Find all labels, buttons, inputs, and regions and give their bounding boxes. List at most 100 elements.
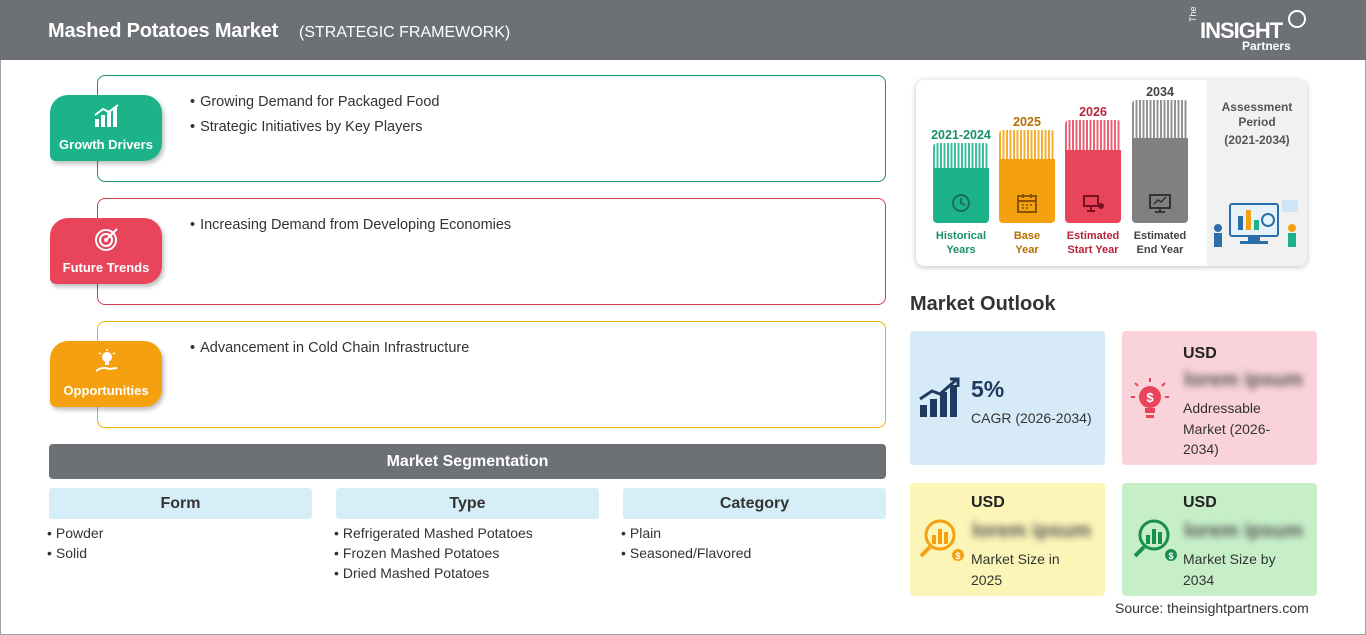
company-logo[interactable]: The INSIGHT Partners: [1188, 6, 1308, 54]
addressable-description: Addressable Market (2026- 2034): [1183, 398, 1270, 460]
list-item: Refrigerated Mashed Potatoes: [334, 525, 533, 541]
timeline-label-line: Estimated: [1066, 230, 1120, 242]
svg-text:$: $: [1146, 390, 1154, 405]
size-2025-desc-line: 2025: [971, 571, 1003, 588]
size-2034-desc-line: Market Size by: [1183, 551, 1276, 567]
size-2025-usd: USD: [971, 494, 1005, 511]
timeline-label-line: End Year: [1136, 244, 1184, 256]
growth-drivers-card: Growing Demand for Packaged Food Strateg…: [97, 75, 886, 182]
growth-drivers-label: Growth Drivers: [59, 137, 153, 152]
addressable-desc-line: Market (2026-: [1183, 420, 1271, 437]
addressable-desc-line: Addressable: [1183, 400, 1261, 416]
timeline-label-line: Estimated: [1133, 230, 1187, 242]
segment-header-form: Form: [49, 488, 312, 519]
size-2025-description: Market Size in 2025: [971, 549, 1060, 590]
timeline-year: 2021-2024: [931, 128, 991, 142]
list-item: Strategic Initiatives by Key Players: [190, 119, 439, 135]
timeline-bar-stripes: [1065, 120, 1121, 150]
list-item: Dried Mashed Potatoes: [334, 565, 533, 581]
logo-partners: Partners: [1242, 39, 1291, 53]
list-item: Growing Demand for Packaged Food: [190, 94, 439, 110]
growth-chart-icon: [94, 104, 119, 127]
opportunities-badge: Opportunities: [50, 341, 162, 407]
opportunities-list: Advancement in Cold Chain Infrastructure: [190, 340, 469, 365]
size-2034-description: Market Size by 2034: [1183, 549, 1276, 590]
segment-list-type: Refrigerated Mashed Potatoes Frozen Mash…: [334, 525, 533, 585]
logo-ring-icon: [1288, 10, 1306, 28]
list-item: Increasing Demand from Developing Econom…: [190, 217, 511, 233]
page-title: Mashed Potatoes Market: [48, 20, 279, 42]
timeline-year: 2034: [1146, 85, 1174, 99]
timeline-label-line: Historical: [935, 230, 987, 242]
logo-insight: INSIGHT: [1200, 18, 1283, 43]
page-subtitle: (STRATEGIC FRAMEWORK): [299, 24, 511, 41]
calendar-icon: [1017, 194, 1037, 213]
size-2034-desc-line: 2034: [1183, 571, 1215, 588]
future-trends-list: Increasing Demand from Developing Econom…: [190, 217, 511, 242]
source-note: Source: theinsightpartners.com: [1115, 600, 1309, 616]
presentation-icon: [1083, 195, 1104, 212]
timeline-label-line: Year: [1015, 244, 1039, 256]
header-bar: Mashed Potatoes Market (STRATEGIC FRAMEW…: [0, 0, 1366, 60]
list-item: Solid: [47, 545, 103, 561]
history-icon: [952, 194, 970, 212]
segment-header-category: Category: [623, 488, 886, 519]
market-size-2034-card: $ USD lorem ipsum Market Size by 2034: [1122, 483, 1317, 596]
future-trends-badge: Future Trends: [50, 218, 162, 284]
svg-text:$: $: [955, 551, 960, 561]
monitor-chart-icon: [1149, 194, 1171, 213]
size-2025-value: lorem ipsum: [972, 520, 1091, 542]
opportunities-label: Opportunities: [63, 383, 149, 398]
magnifier-chart-green-icon: $: [1133, 519, 1177, 561]
addressable-market-card: $ USD lorem ipsum Addressable Market (20…: [1122, 331, 1317, 465]
timeline-label-line: Start Year: [1067, 244, 1119, 256]
segment-list-category: Plain Seasoned/Flavored: [621, 525, 751, 565]
svg-text:$: $: [1168, 551, 1173, 561]
segment-list-form: Powder Solid: [47, 525, 103, 565]
timeline-bar-stripes: [999, 130, 1055, 159]
addressable-value: lorem ipsum: [1184, 369, 1303, 391]
cagr-label: CAGR (2026-2034): [971, 410, 1092, 426]
timeline-year: 2025: [1013, 115, 1041, 129]
list-item: Seasoned/Flavored: [621, 545, 751, 561]
timeline-bar-stripes: [1132, 100, 1188, 138]
size-2034-value: lorem ipsum: [1184, 520, 1303, 542]
assessment-period-title: Assessment Period: [1207, 100, 1307, 130]
timeline-label-line: Years: [946, 244, 976, 256]
addressable-usd: USD: [1183, 345, 1217, 362]
growth-drivers-list: Growing Demand for Packaged Food Strateg…: [190, 94, 439, 144]
target-icon: [95, 228, 118, 251]
size-2034-usd: USD: [1183, 494, 1217, 511]
assessment-period-range: (2021-2034): [1224, 133, 1290, 147]
segment-header-type: Type: [336, 488, 599, 519]
market-segmentation-header: Market Segmentation: [49, 444, 886, 479]
growth-bars-icon: [919, 377, 960, 417]
list-item: Powder: [47, 525, 103, 541]
assessment-line-2: Period: [1238, 115, 1276, 129]
lightbulb-hand-icon: [95, 349, 118, 372]
market-size-2025-card: $ USD lorem ipsum Market Size in 2025: [910, 483, 1105, 596]
cagr-card: 5% CAGR (2026-2034): [910, 331, 1105, 465]
timeline-bar-stripes: [933, 143, 989, 168]
cagr-value: 5%: [971, 376, 1005, 402]
list-item: Frozen Mashed Potatoes: [334, 545, 533, 561]
market-outlook-title: Market Outlook: [910, 293, 1056, 315]
magnifier-chart-icon: $: [919, 519, 964, 561]
dollar-bulb-icon: $: [1131, 378, 1169, 418]
future-trends-card: Increasing Demand from Developing Econom…: [97, 198, 886, 305]
future-trends-label: Future Trends: [62, 260, 150, 275]
timeline-year: 2026: [1079, 105, 1107, 119]
addressable-desc-line: 2034): [1183, 441, 1219, 457]
opportunities-card: Advancement in Cold Chain Infrastructure: [97, 321, 886, 428]
assessment-line-1: Assessment: [1221, 100, 1293, 114]
analytics-people-icon: [1214, 200, 1298, 247]
timeline-label-line: Base: [1013, 230, 1041, 242]
size-2025-desc-line: Market Size in: [971, 551, 1060, 567]
logo-the: The: [1188, 6, 1198, 22]
list-item: Plain: [621, 525, 751, 541]
list-item: Advancement in Cold Chain Infrastructure: [190, 340, 469, 356]
